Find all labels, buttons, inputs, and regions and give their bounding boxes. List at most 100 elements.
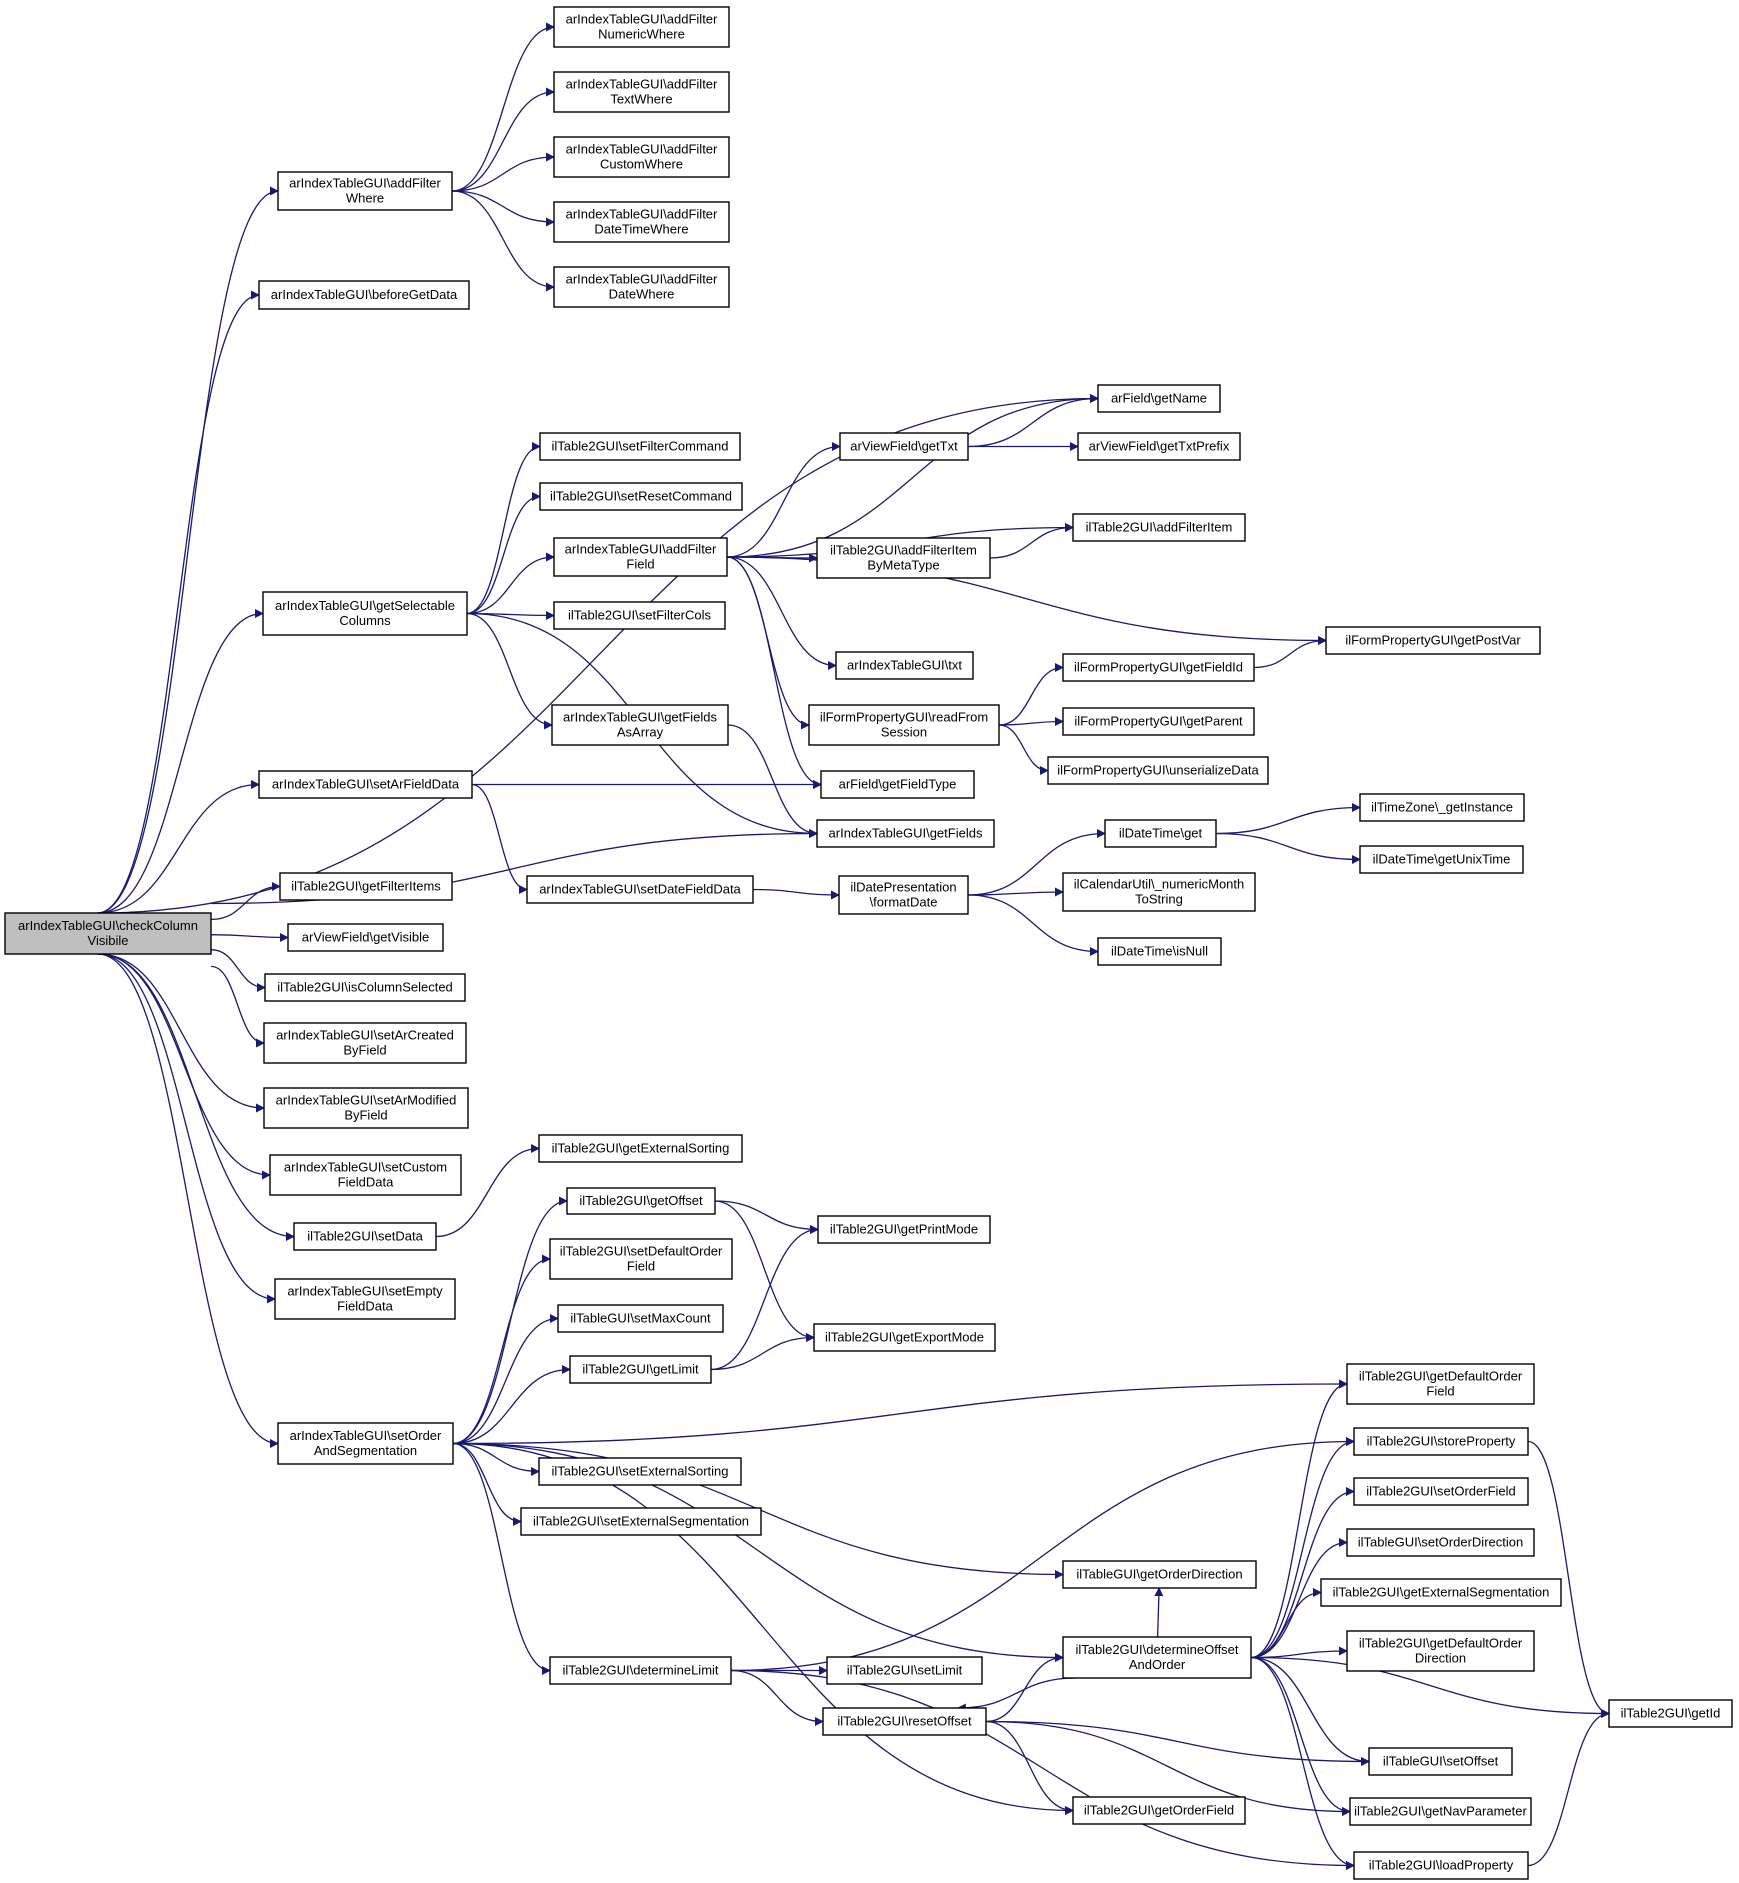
node-beforeGetData[interactable]: arIndexTableGUI\beforeGetData [258,280,470,310]
node-label: arIndexTableGUI\setEmpty [287,1284,443,1299]
edge-determineOffsetAndOrder-to-storeProperty [1250,1437,1355,1659]
node-getFieldType[interactable]: arField\getFieldType [820,770,975,799]
node-setLimit[interactable]: ilTable2GUI\setLimit [826,1656,983,1685]
node-getFilterItems[interactable]: ilTable2GUI\getFilterItems [279,872,453,901]
node-setData[interactable]: ilTable2GUI\setData [293,1222,437,1251]
node-setFilterCommand[interactable]: ilTable2GUI\setFilterCommand [539,432,741,461]
node-setExternalSegmentation[interactable]: ilTable2GUI\setExternalSegmentation [520,1507,762,1536]
node-setArFieldData[interactable]: arIndexTableGUI\setArFieldData [258,770,473,799]
node-txt[interactable]: arIndexTableGUI\txt [835,651,974,680]
edge-addFilterWhere-to-addFilterDateWhere [451,190,555,292]
node-getExternalSorting[interactable]: ilTable2GUI\getExternalSorting [538,1134,743,1163]
node-determineLimit[interactable]: ilTable2GUI\determineLimit [549,1656,732,1685]
node-label: ilTable2GUI\determineOffset [1075,1642,1238,1657]
node-getNavParameter[interactable]: ilTable2GUI\getNavParameter [1349,1797,1532,1826]
node-label: ilTable2GUI\setData [307,1229,423,1244]
node-label: ilTable2GUI\setResetCommand [550,489,732,504]
node-isNull[interactable]: ilDateTime\isNull [1097,937,1222,966]
node-setOffset[interactable]: ilTableGUI\setOffset [1368,1747,1513,1776]
node-setResetCommand[interactable]: ilTable2GUI\setResetCommand [539,482,743,511]
edge-getLimit-to-getExportMode [710,1333,815,1371]
node-getOffset[interactable]: ilTable2GUI\getOffset [566,1187,716,1215]
node-box [520,1507,762,1536]
node-box [1353,1427,1529,1456]
node-setDateFieldData[interactable]: arIndexTableGUI\setDateFieldData [526,875,754,904]
node-loadProperty[interactable]: ilTable2GUI\loadProperty [1353,1851,1529,1880]
edge-setOrderAndSegmentation-to-determineOffsetAndOrder [452,1442,1064,1662]
node-box [822,1707,987,1736]
node-getOrderField[interactable]: ilTable2GUI\getOrderField [1072,1796,1246,1825]
node-getPrintMode[interactable]: ilTable2GUI\getPrintMode [817,1215,991,1244]
node-box [553,136,730,178]
node-getExternalSegmentation[interactable]: ilTable2GUI\getExternalSegmentation [1320,1578,1562,1607]
node-setExternalSorting[interactable]: ilTable2GUI\setExternalSorting [538,1457,742,1486]
node-label: TextWhere [610,92,672,107]
node-setFilterCols[interactable]: ilTable2GUI\setFilterCols [553,601,726,630]
node-box [1608,1699,1733,1728]
node-getExportMode[interactable]: ilTable2GUI\getExportMode [813,1323,996,1352]
node-getTxt[interactable]: arViewField\getTxt [839,432,969,461]
node-label: ilTable2GUI\getFilterItems [291,879,441,894]
node-label: ilTable2GUI\setDefaultOrder [560,1244,723,1259]
node-getId[interactable]: ilTable2GUI\getId [1608,1699,1733,1728]
edge-determineOffsetAndOrder-to-setOffset [1250,1656,1370,1766]
node-getVisible[interactable]: arViewField\getVisible [287,923,444,952]
node-getTxtPrefix[interactable]: arViewField\getTxtPrefix [1077,432,1241,461]
node-setOrderField[interactable]: ilTable2GUI\setOrderField [1353,1477,1529,1506]
node-box [287,923,444,952]
node-label: ilCalendarUtil\_numericMonth [1074,877,1245,892]
node-label: \formatDate [870,895,938,910]
node-getParent[interactable]: ilFormPropertyGUI\getParent [1062,707,1255,736]
node-getName[interactable]: arField\getName [1097,384,1221,413]
node-box [551,704,729,746]
edge-getFieldId-to-getPostVar [1253,636,1327,669]
node-getPostVar[interactable]: ilFormPropertyGUI\getPostVar [1325,626,1541,655]
node-getFields[interactable]: arIndexTableGUI\getFields [816,819,995,848]
node-label: arIndexTableGUI\setOrder [290,1428,442,1443]
node-isColumnSelected[interactable]: ilTable2GUI\isColumnSelected [264,973,466,1002]
node-setMaxCount[interactable]: ilTableGUI\setMaxCount [557,1304,724,1333]
node-addFilterItem[interactable]: ilTable2GUI\addFilterItem [1072,513,1246,542]
node-formatDate[interactable]: ilDatePresentation\formatDate [838,875,969,915]
node-label: Field [1426,1384,1454,1399]
node-getLimit[interactable]: ilTable2GUI\getLimit [569,1355,712,1384]
edge-formatDate-to-isNull [967,894,1099,956]
node-label: Direction [1415,1651,1466,1666]
node-label: ByField [344,1108,387,1123]
node-box [1072,1796,1246,1825]
node-storeProperty[interactable]: ilTable2GUI\storeProperty [1353,1427,1529,1456]
node-getUnixTime[interactable]: ilDateTime\getUnixTime [1359,845,1524,874]
node-dtGet[interactable]: ilDateTime\get [1104,819,1217,848]
node-setOrderDirection[interactable]: ilTableGUI\setOrderDirection [1346,1528,1535,1557]
node-resetOffset[interactable]: ilTable2GUI\resetOffset [822,1707,987,1736]
edge-root-to-addFilterWhere [97,186,279,914]
node-getOrderDirection[interactable]: ilTableGUI\getOrderDirection [1062,1560,1257,1589]
node-getInstance[interactable]: ilTimeZone\_getInstance [1359,793,1525,822]
node-box [1359,845,1524,874]
node-getFieldId[interactable]: ilFormPropertyGUI\getFieldId [1062,653,1255,682]
node-label: ilTableGUI\getOrderDirection [1076,1567,1242,1582]
node-unserializeData[interactable]: ilFormPropertyGUI\unserializeData [1047,756,1269,785]
